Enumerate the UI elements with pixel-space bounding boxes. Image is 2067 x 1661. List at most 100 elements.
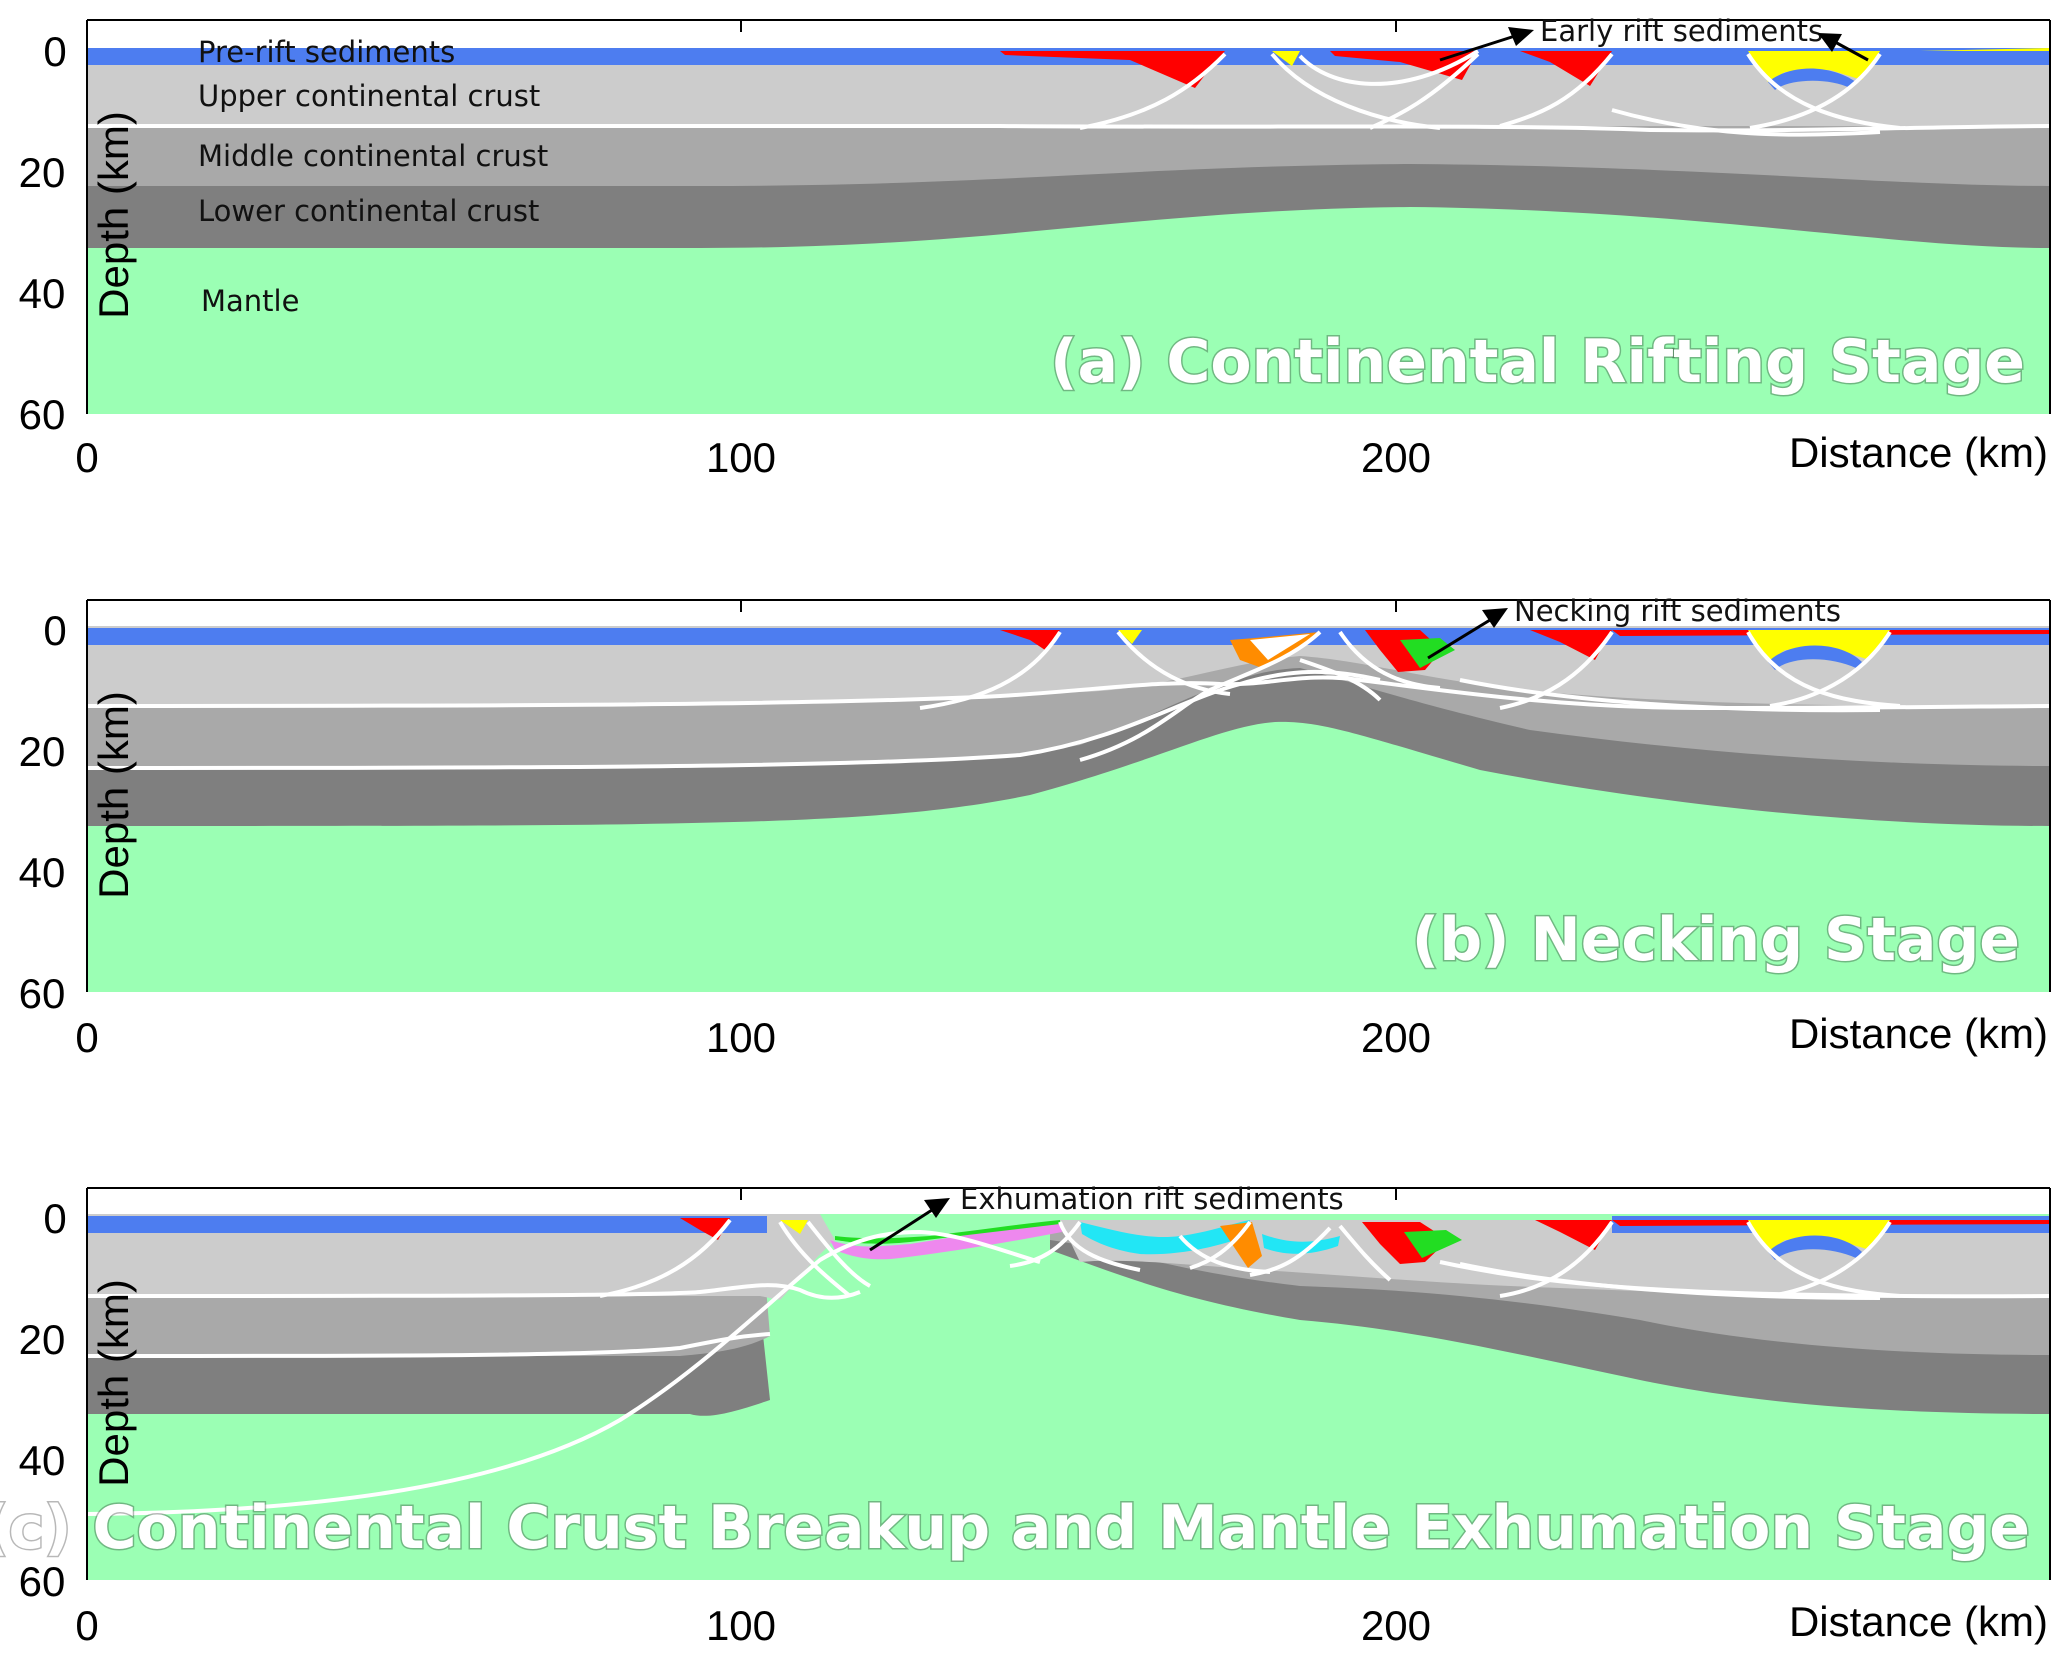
rift-basin xyxy=(1080,1220,1250,1255)
rift-basin xyxy=(1768,1235,1862,1260)
fault-line xyxy=(1298,49,1480,86)
exhumation-rift-sediments xyxy=(680,1218,2050,1268)
panel-c: 0 20 40 60 0 100 200 Distance (km) Depth… xyxy=(0,1182,2051,1649)
x-tick-label: 0 xyxy=(75,434,98,481)
rift-basin xyxy=(1530,630,1612,660)
rift-basin xyxy=(1535,1220,1612,1250)
y-tick-label: 60 xyxy=(19,970,66,1017)
arrow-head xyxy=(924,1198,950,1218)
fault-line xyxy=(1369,52,1480,130)
fault-line xyxy=(1459,678,1881,713)
y-tick-label: 40 xyxy=(19,1437,66,1484)
y-tick-label: 60 xyxy=(19,1558,66,1605)
layer-label-middle-crust: Middle continental crust xyxy=(198,139,548,173)
x-tick-label: 100 xyxy=(706,1014,776,1061)
fault-line xyxy=(1079,52,1227,130)
upper-crust-layer xyxy=(87,1214,790,1296)
arrow-line xyxy=(1834,40,1869,62)
fault-line xyxy=(1058,1221,1141,1272)
rift-basin xyxy=(1220,1222,1262,1268)
layer-label-upper-crust: Upper continental crust xyxy=(198,79,540,113)
y-tick-label: 0 xyxy=(43,1195,66,1242)
y-tick-label: 20 xyxy=(19,149,66,196)
x-axis-title: Distance (km) xyxy=(1789,429,2048,476)
fault-line xyxy=(806,1220,871,1288)
x-tick-label: 200 xyxy=(1361,1014,1431,1061)
rift-basin xyxy=(1920,48,2050,51)
fault-line xyxy=(1499,52,1614,128)
x-axis-title: Distance (km) xyxy=(1789,1598,2048,1645)
arrow-line xyxy=(869,1208,933,1252)
model-section-b xyxy=(86,626,2051,992)
rift-basin xyxy=(1272,51,1300,66)
y-axis-title: Depth (km) xyxy=(90,111,137,319)
fault-line xyxy=(1009,1220,1082,1268)
arrow-head xyxy=(1818,33,1842,52)
rift-basin xyxy=(830,1222,1062,1260)
rift-basin xyxy=(1000,630,1060,650)
rift-basin xyxy=(1262,1234,1340,1254)
y-tick-label: 20 xyxy=(19,1316,66,1363)
x-tick-label: 200 xyxy=(1361,434,1431,481)
fault-line xyxy=(1746,631,1901,708)
rift-basin xyxy=(1768,68,1856,90)
annotation-arrows-a xyxy=(1439,27,1869,62)
arrow-line xyxy=(1439,34,1516,62)
arrow-head xyxy=(1482,608,1508,628)
fault-line xyxy=(1769,630,1892,708)
fault-line xyxy=(1178,1234,1271,1274)
panel-a: 0 20 40 60 0 100 200 Distance (km) Depth… xyxy=(19,14,2051,481)
fault-line xyxy=(599,1218,732,1298)
x-tick-label: 100 xyxy=(706,1602,776,1649)
fault-line xyxy=(1189,1220,1252,1270)
y-tick-label: 60 xyxy=(19,391,66,438)
x-tick-label: 200 xyxy=(1361,1602,1431,1649)
fault-line xyxy=(1079,630,1322,762)
fault-line xyxy=(1749,52,1882,130)
fault-line xyxy=(1299,658,1382,702)
stage-title-b: (b) Necking Stage xyxy=(1412,905,2020,975)
fault-line xyxy=(1499,1220,1614,1298)
upper-middle-crust-boundary-right xyxy=(1439,1260,2051,1299)
layer-label-lower-crust: Lower continental crust xyxy=(198,194,539,228)
fault-line xyxy=(1611,108,1881,137)
x-tick-label: 0 xyxy=(75,1014,98,1061)
fault-line xyxy=(1499,630,1614,710)
arrow-line xyxy=(1427,618,1491,660)
x-tick-label: 100 xyxy=(706,434,776,481)
arrow-head xyxy=(1508,27,1534,46)
axes-frame-b xyxy=(86,599,2051,992)
annotation-necking-rift: Necking rift sediments xyxy=(1514,594,1841,628)
upper-middle-crust-boundary xyxy=(86,1283,861,1300)
rift-basin xyxy=(1000,51,1225,88)
y-tick-label: 20 xyxy=(19,728,66,775)
annotation-exhumation-rift: Exhumation rift sediments xyxy=(960,1182,1344,1216)
y-tick-label: 40 xyxy=(19,270,66,317)
layer-label-mantle: Mantle xyxy=(201,284,299,318)
y-axis-title: Depth (km) xyxy=(90,1279,137,1487)
y-axis-title: Depth (km) xyxy=(90,691,137,899)
rift-basin xyxy=(1250,634,1310,660)
mantle-crust-boundary xyxy=(86,1229,1041,1516)
rift-basin xyxy=(1118,630,1142,644)
rift-basin xyxy=(1400,638,1455,668)
x-tick-label: 0 xyxy=(75,1602,98,1649)
middle-lower-crust-boundary xyxy=(86,1332,771,1358)
upper-middle-crust-boundary xyxy=(87,124,2051,133)
axes-frame-a xyxy=(86,19,2051,414)
faults-a xyxy=(1079,49,1901,137)
rift-basin xyxy=(1404,1230,1462,1258)
stage-title-c: (c) Continental Crust Breakup and Mantle… xyxy=(0,1493,2030,1563)
panel-b: 0 20 40 60 0 100 200 Distance (km) Depth… xyxy=(19,594,2051,1061)
y-tick-label: 0 xyxy=(43,28,66,75)
fault-line xyxy=(919,630,1062,710)
annotation-arrows-c xyxy=(869,1198,950,1252)
layer-label-pre-rift: Pre-rift sediments xyxy=(198,35,455,69)
necking-rift-sediments xyxy=(1000,630,2050,672)
y-tick-label: 0 xyxy=(43,607,66,654)
stage-title-a: (a) Continental Rifting Stage xyxy=(1050,327,2025,397)
annotation-arrows-b xyxy=(1427,608,1508,660)
axes-frame-c xyxy=(86,1187,2051,1580)
rift-basin xyxy=(1768,645,1862,670)
